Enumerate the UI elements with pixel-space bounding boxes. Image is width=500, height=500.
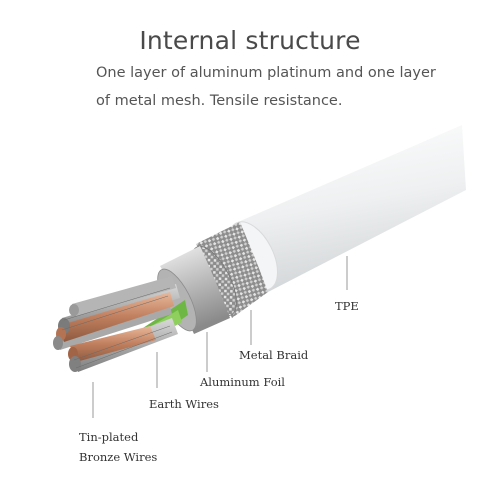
label-aluminum-foil: Aluminum Foil xyxy=(200,375,285,389)
tin-plated-bronze-wires xyxy=(53,276,180,372)
description-line-1: One layer of aluminum platinum and one l… xyxy=(96,65,436,81)
label-tin-plated: Tin-plated xyxy=(79,430,139,444)
label-tpe: TPE xyxy=(335,299,359,313)
description-line-2: of metal mesh. Tensile resistance. xyxy=(96,93,343,109)
page-title: Internal structure xyxy=(139,26,361,55)
label-bronze-wires: Bronze Wires xyxy=(79,450,158,464)
label-metal-braid: Metal Braid xyxy=(239,348,309,362)
label-earth-wires: Earth Wires xyxy=(149,397,219,411)
